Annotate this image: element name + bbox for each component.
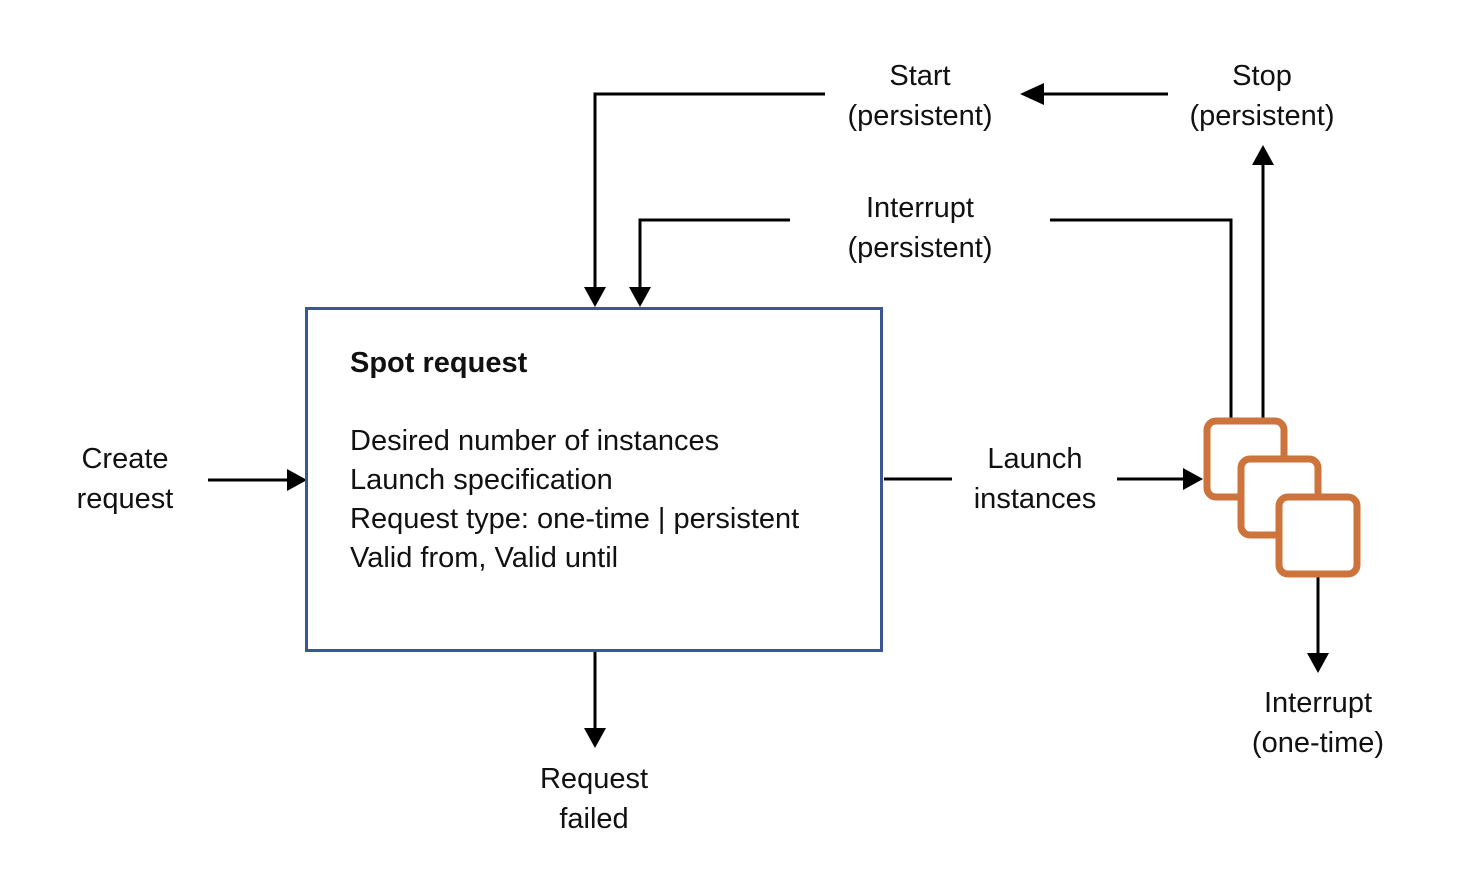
instance-square-front (1275, 493, 1361, 578)
start-persistent-label-line2: (persistent) (847, 100, 993, 132)
spot-request-box: Spot request Desired number of instances… (305, 307, 883, 652)
arrow-launch-to-instances (1117, 468, 1203, 490)
stop-persistent-label-line1: Stop (1232, 60, 1292, 92)
launch-instances-label-line1: Launch (987, 443, 1083, 475)
request-failed-label-line2: failed (559, 803, 629, 835)
arrow-interrupt-to-box (629, 218, 790, 307)
interrupt-one-time-label-line1: Interrupt (1264, 687, 1372, 719)
interrupt-persistent-label-line2: (persistent) (847, 232, 993, 264)
create-request-label-line1: Create (81, 443, 169, 475)
arrow-stop-to-start (1020, 83, 1168, 105)
stop-persistent-label-line2: (persistent) (1189, 100, 1335, 132)
interrupt-persistent-label-line1: Interrupt (865, 192, 974, 224)
arrow-instances-to-interrupt-onetime (1307, 574, 1329, 673)
launch-instances-label-line2: instances (973, 483, 1097, 515)
spot-request-box-line-valid-dates: Valid from, Valid until (350, 542, 619, 574)
instances-stack-icon (1203, 417, 1361, 578)
start-persistent-label: Start (persistent) (847, 56, 992, 136)
arrow-create-to-box (208, 469, 307, 491)
line-interrupt-to-instances (1050, 218, 1233, 420)
arrow-instances-to-stop (1252, 145, 1274, 420)
interrupt-one-time-label-line2: (one-time) (1251, 727, 1385, 759)
arrow-start-to-box (584, 92, 825, 307)
create-request-label: Create request (77, 439, 174, 519)
arrow-box-to-request-failed (584, 652, 606, 748)
request-failed-label: Request failed (540, 759, 648, 839)
spot-request-box-title: Spot request (350, 347, 528, 379)
interrupt-persistent-label: Interrupt (persistent) (847, 188, 992, 268)
start-persistent-label-line1: Start (889, 60, 951, 92)
stop-persistent-label: Stop (persistent) (1189, 56, 1334, 136)
launch-instances-label: Launch instances (974, 439, 1097, 519)
spot-request-box-line-launch-specification: Launch specification (350, 464, 613, 496)
interrupt-one-time-label: Interrupt (one-time) (1252, 683, 1384, 763)
spot-request-box-line-desired-instances: Desired number of instances (350, 425, 720, 457)
spot-request-box-line-request-type: Request type: one-time | persistent (350, 503, 800, 535)
create-request-label-line2: request (76, 483, 174, 515)
request-failed-label-line1: Request (539, 763, 649, 795)
